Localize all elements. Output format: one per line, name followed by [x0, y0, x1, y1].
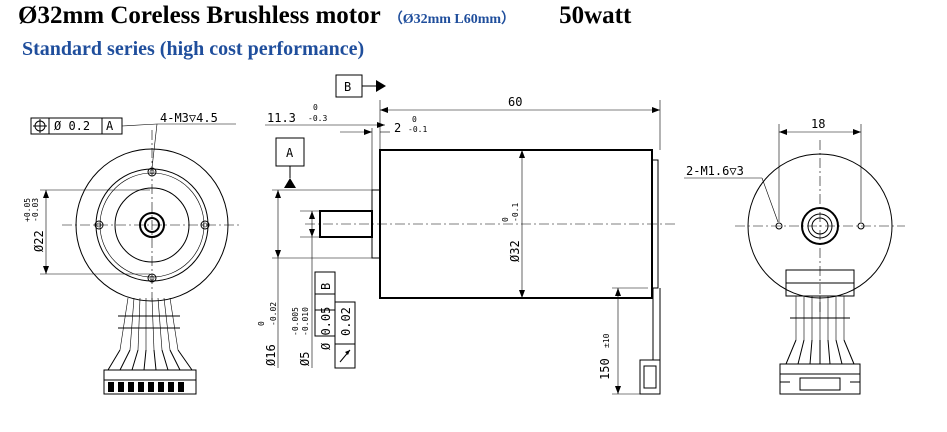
rear-hole-right — [857, 222, 865, 230]
dim-shaft-tol-top: -0.005 — [291, 307, 300, 336]
position-tolerance-datum: A — [106, 119, 114, 133]
dim-body-tol-top: 0 — [501, 217, 510, 222]
dim-body-diameter: Ø32 — [508, 240, 522, 262]
position-symbol-icon — [33, 119, 47, 133]
runout-tolerance-frame: 0.02 — [334, 301, 356, 369]
page-subtitle: Standard series (high cost performance) — [22, 38, 365, 60]
dim-boss-tol-bot: -0.02 — [269, 302, 278, 326]
runout-symbol-icon — [339, 349, 351, 363]
front-holes-label: 4-M3▽4.5 — [160, 111, 218, 125]
front-view: Ø 0.2 A 4-M3▽4.5 Ø22 +0.05 -0.03 — [23, 111, 240, 395]
rear-hole-left — [775, 222, 783, 230]
side-lead-wire — [639, 288, 661, 395]
rear-cable — [785, 269, 855, 365]
rear-view: 18 2-M1.6▽3 — [684, 117, 905, 395]
position-tolerance-value: Ø 0.2 — [54, 119, 90, 133]
front-shaft — [139, 212, 165, 238]
dim-shaft-length-tol-bot: -0.3 — [308, 114, 327, 123]
page-title: Ø32mm Coreless Brushless motor （Ø32mm L60… — [18, 2, 631, 30]
rear-hole-spacing: 18 — [811, 117, 825, 131]
rear-bearing-boss — [801, 207, 839, 245]
front-boss — [114, 187, 190, 263]
side-view: B A 11.3 0 -0.3 2 0 -0.1 60 — [257, 74, 675, 395]
dim-flange: 2 — [394, 121, 401, 135]
datum-a-label: A — [286, 146, 294, 160]
dim-lead-length: 150 — [598, 358, 612, 380]
front-cable — [107, 297, 193, 371]
dim-flange-tol-top: 0 — [412, 115, 417, 124]
dim-shaft-length: 11.3 — [267, 111, 296, 125]
title-wattage: 50watt — [559, 2, 632, 29]
dim-shaft-tol-bot: -0.010 — [301, 307, 310, 336]
title-main: Ø32mm Coreless Brushless motor — [18, 2, 381, 29]
motor-shaft — [319, 210, 373, 238]
dim-body-tol-bot: -0.1 — [511, 203, 520, 222]
front-dia-tol-upper: +0.05 — [23, 198, 32, 222]
dim-boss-diameter: Ø16 — [264, 344, 278, 366]
dim-flange-tol-bot: -0.1 — [408, 125, 427, 134]
coaxiality-datum: B — [319, 283, 333, 290]
dim-total-length: 60 — [508, 95, 522, 109]
front-dia-tol-lower: -0.03 — [31, 198, 40, 222]
coaxiality-tolerance-frame: B Ø 0.05 — [314, 271, 336, 350]
dim-boss-tol-top: 0 — [257, 321, 266, 326]
front-connector — [103, 369, 197, 395]
runout-value: 0.02 — [339, 307, 353, 336]
title-dimensions: （Ø32mm L60mm） — [388, 12, 516, 27]
rear-connector — [779, 363, 861, 395]
dim-shaft-diameter: Ø5 — [298, 352, 312, 366]
datum-b-label: B — [344, 80, 351, 94]
front-dia-label: Ø22 — [32, 230, 46, 252]
front-mounting-flange — [95, 168, 209, 282]
coaxiality-value: Ø 0.05 — [319, 307, 333, 350]
dim-shaft-length-tol-top: 0 — [313, 103, 318, 112]
dim-lead-tol: ±10 — [602, 333, 611, 348]
rear-holes-label: 2-M1.6▽3 — [686, 164, 744, 178]
